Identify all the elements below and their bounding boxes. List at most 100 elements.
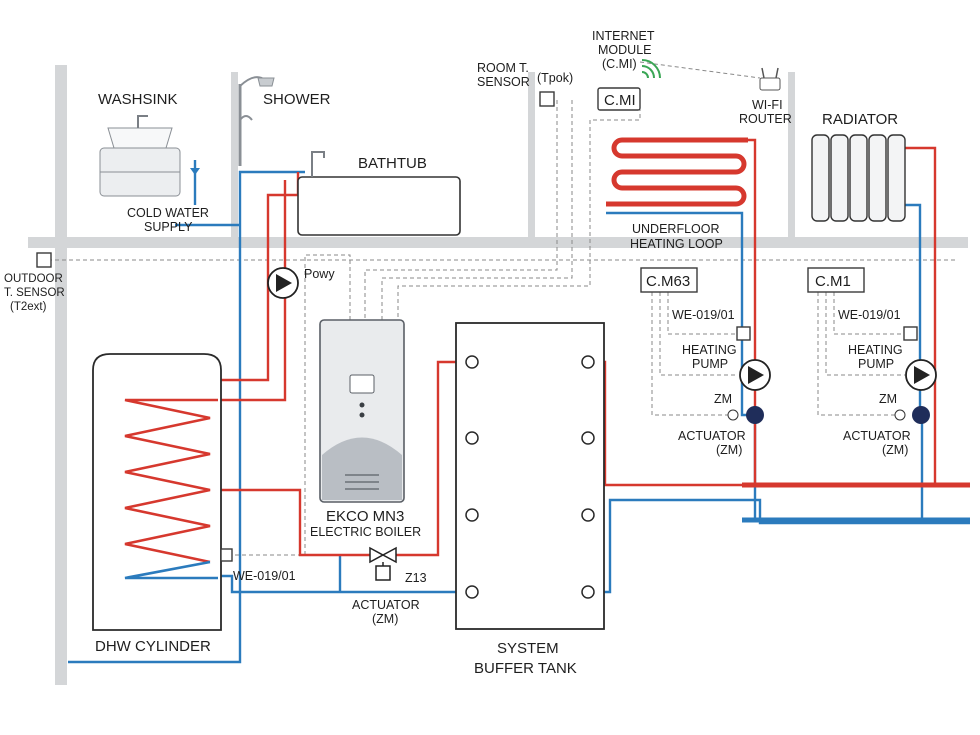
cold-water-supply-label: SUPPLY: [144, 220, 193, 234]
dhw-cylinder-label: DHW CYLINDER: [95, 638, 211, 655]
room-sensor-label: ROOM T.: [477, 61, 529, 75]
underfloor-label: UNDERFLOOR: [632, 222, 720, 236]
dhw-coil: [124, 398, 218, 564]
temp-sensor-icon: [736, 326, 751, 341]
wifi-router-icon: [759, 67, 781, 91]
bathtub-label: BATHTUB: [358, 155, 427, 172]
boiler-type-label: ELECTRIC BOILER: [310, 525, 421, 539]
actuator-right-label: ACTUATOR: [843, 429, 911, 443]
actuator-center-label-2: (ZM): [372, 612, 398, 626]
buffer-tank-body: [455, 322, 605, 630]
signal-line-cm63-pump: [659, 292, 738, 376]
signal-wiring: [48, 61, 955, 556]
signal-line-cm63-actuator: [651, 292, 728, 416]
cold-water-label: COLD WATER: [127, 206, 209, 220]
valve-icon: [912, 406, 930, 424]
boiler-name-label: EKCO MN3: [326, 508, 404, 525]
underfloor-loop: [606, 137, 748, 207]
partition-wall-3: [788, 72, 795, 242]
tpok-label: (Tpok): [537, 71, 573, 85]
we-019-left-label: WE-019/01: [672, 308, 735, 322]
shower-head-icon: [257, 77, 275, 87]
temp-sensor-icon: [220, 548, 233, 562]
diagram-labels: WASHSINK SHOWER BATHTUB COLD WATER SUPPL…: [4, 29, 911, 677]
temp-sensor-icon: [903, 326, 918, 341]
valve-icon: [746, 406, 764, 424]
wifi-router-label: WI-FI: [752, 98, 783, 112]
washsink-bowl: [107, 127, 173, 149]
arrow-up-icon: [190, 168, 200, 175]
washsink-label: WASHSINK: [98, 91, 177, 108]
buffer-tank: [455, 322, 605, 630]
actuator-icon: [375, 565, 391, 581]
cmi-box-label: C.MI: [604, 92, 636, 109]
powy-label: Powy: [304, 267, 335, 281]
signal-line-cm1-actuator: [817, 292, 898, 416]
heating-pump-right-label: HEATING: [848, 343, 903, 357]
ekco-boiler: [319, 319, 405, 503]
cmi-module-box: [597, 87, 641, 111]
signal-line-wifi: [639, 61, 761, 79]
bathtub: [297, 151, 461, 236]
actuator-right-label-2: (ZM): [882, 443, 908, 457]
partition-wall-1: [231, 72, 238, 242]
heating-pump-right-label-2: PUMP: [858, 357, 894, 371]
dhw-cylinder: [92, 353, 233, 631]
radiator-label: RADIATOR: [822, 111, 898, 128]
valve-icon: [369, 546, 397, 564]
underfloor-label-2: HEATING LOOP: [630, 237, 723, 251]
signal-line-room-sensor-2: [381, 100, 573, 320]
signal-line-cmi: [397, 100, 641, 320]
heating-pump-left-label: HEATING: [682, 343, 737, 357]
floor-slab: [28, 237, 968, 248]
cm1-label: C.M1: [815, 273, 851, 290]
internet-module-label: INTERNET: [592, 29, 655, 43]
heating-pump-left-label-2: PUMP: [692, 357, 728, 371]
outdoor-sensor-label: OUTDOOR: [4, 273, 63, 285]
shower: [238, 76, 275, 166]
zone-actuators: [727, 406, 930, 424]
internet-module-label-3: (C.MI): [602, 57, 637, 71]
actuator-left-label-2: (ZM): [716, 443, 742, 457]
zm-left-label: ZM: [714, 392, 732, 406]
signal-line-dhw-sensor: [232, 254, 351, 556]
cm63-label: C.M63: [646, 273, 690, 290]
signal-line-room-sensor: [364, 100, 558, 320]
radiator: [811, 134, 906, 222]
outdoor-sensor-label-3: (T2ext): [10, 301, 47, 313]
outdoor-sensor-icon: [36, 252, 52, 268]
heating-pumps: [739, 359, 937, 391]
wifi-signal-icon: [641, 59, 661, 79]
partition-wall-2: [528, 72, 535, 242]
actuator-center-label: ACTUATOR: [352, 598, 420, 612]
signal-line-cm1-sensor: [833, 292, 905, 335]
outdoor-sensor-label-2: T. SENSOR: [4, 287, 65, 299]
building-walls: [28, 65, 968, 685]
we-019-dhw-label: WE-019/01: [233, 569, 296, 583]
bathtub-body: [297, 176, 461, 236]
pump-icon: [276, 274, 292, 292]
underfloor-return-pipe: [606, 211, 757, 520]
dhw-coil-flow: [218, 488, 373, 557]
buffer-tank-label-2: BUFFER TANK: [474, 660, 577, 677]
dhw-return-pipe: [218, 574, 472, 594]
z13-label: Z13: [405, 571, 427, 585]
controls-top: [539, 59, 781, 111]
faucet-icon: [137, 115, 148, 128]
shower-label: SHOWER: [263, 91, 331, 108]
buffer-tank-label: SYSTEM: [497, 640, 559, 657]
hot-water-bathtub-2: [218, 180, 287, 402]
bathtub-faucet-icon: [311, 151, 325, 177]
underfloor-flow-pipe: [748, 138, 757, 485]
signal-line-cm63-sensor: [667, 292, 738, 335]
room-sensor-label-2: SENSOR: [477, 75, 530, 89]
room-sensor-icon: [539, 91, 555, 107]
boiler-flow-to-buffer: [393, 360, 470, 557]
cold-water-supply-pipe: [68, 170, 305, 664]
controllers: [640, 267, 918, 341]
three-way-valve: [369, 546, 397, 581]
powy-pump: [267, 267, 299, 299]
boiler-display: [349, 374, 375, 394]
internet-module-label-2: MODULE: [598, 43, 651, 57]
